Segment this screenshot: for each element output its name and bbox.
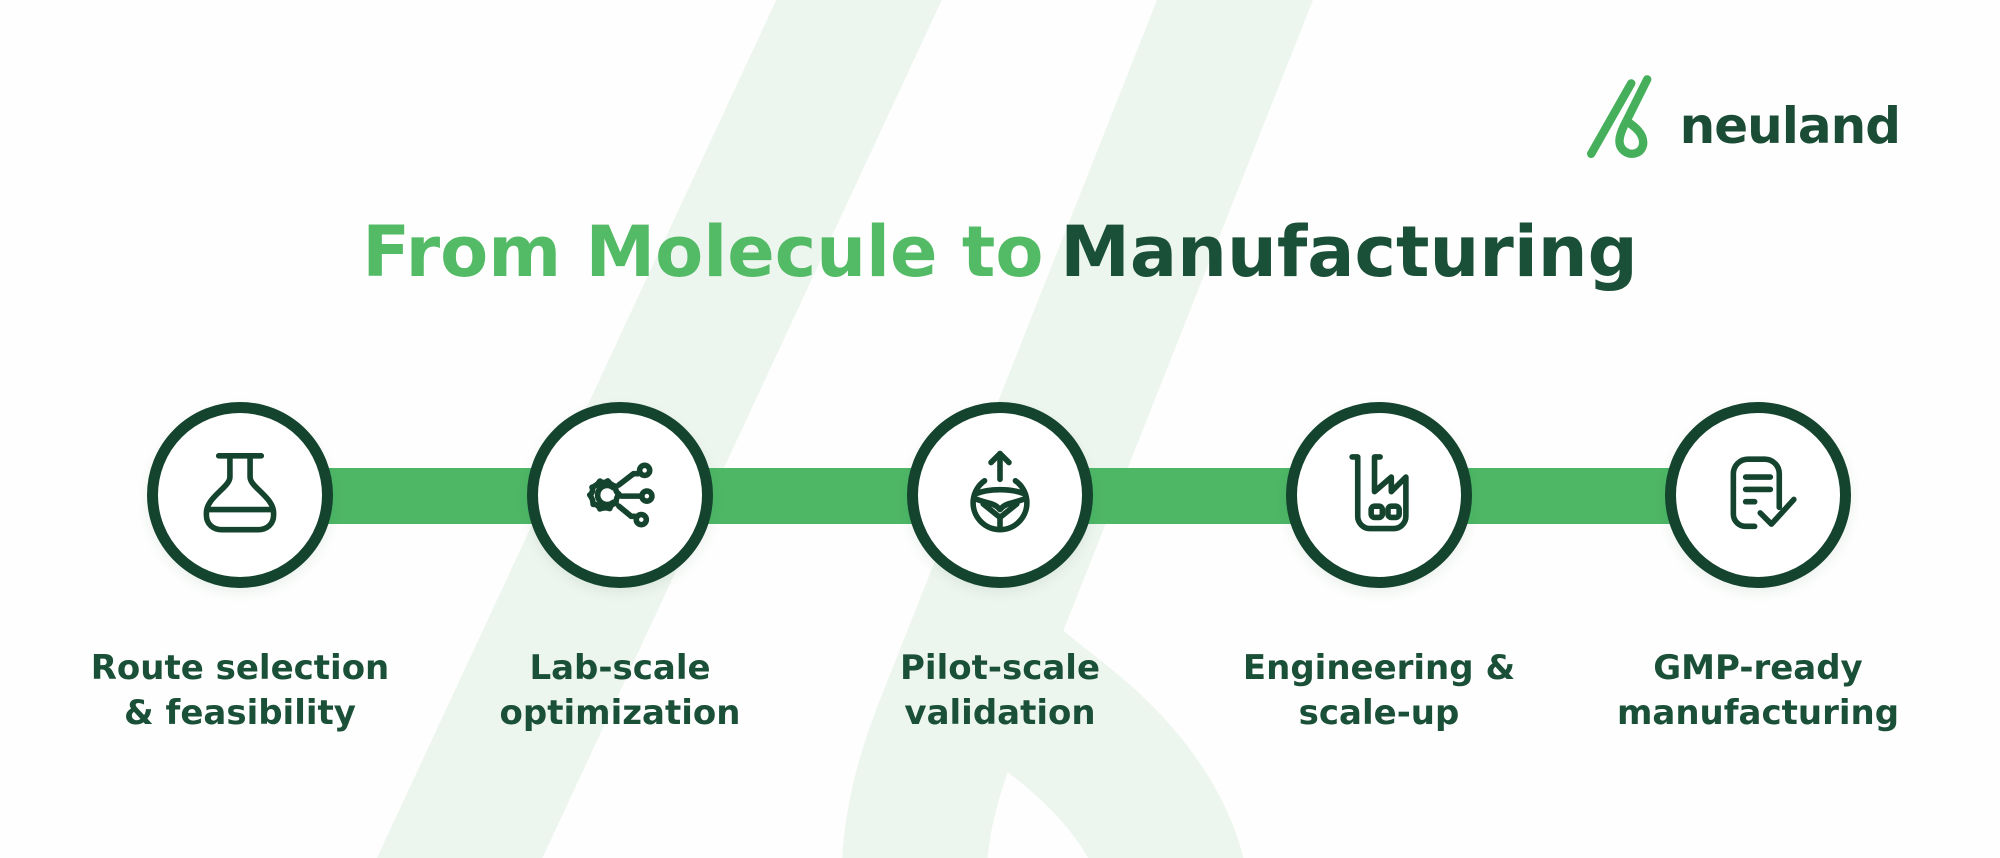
scale-up-vessel-icon [970, 450, 1030, 533]
process-step-pilot-scale: Pilot-scale validation [810, 402, 1190, 736]
step-label-line-1: Pilot-scale [900, 648, 1100, 688]
step-circle [1665, 402, 1851, 588]
step-label-line-1: Engineering & [1242, 648, 1516, 688]
gear-circuit-icon [586, 462, 655, 528]
step-label-line-1: Route selection [90, 648, 390, 688]
document-check-icon [1730, 456, 1797, 530]
title-dark-part: Manufacturing [1060, 211, 1638, 293]
process-step-route-selection: Route selection & feasibility [50, 402, 430, 736]
logo-text: neuland [1679, 97, 1901, 155]
step-label-line-2: optimization [499, 693, 741, 733]
neuland-logo: neuland [1584, 72, 1901, 162]
step-label-line-2: scale-up [1298, 693, 1460, 733]
step-label: GMP-ready manufacturing [1568, 646, 1948, 736]
step-label: Route selection & feasibility [50, 646, 430, 736]
step-label: Engineering & scale-up [1189, 646, 1569, 736]
step-circle [147, 402, 333, 588]
step-label: Lab-scale optimization [430, 646, 810, 736]
step-label-line-2: manufacturing [1616, 693, 1900, 733]
title-light-part: From Molecule to [362, 211, 1044, 293]
process-step-engineering: Engineering & scale-up [1189, 402, 1569, 736]
step-circle [907, 402, 1093, 588]
neuland-logo-mark-icon [1586, 75, 1652, 158]
process-step-gmp-manufacturing: GMP-ready manufacturing [1568, 402, 1948, 736]
step-circle [527, 402, 713, 588]
step-label: Pilot-scale validation [810, 646, 1190, 736]
flask-icon [203, 453, 277, 533]
factory-icon [1349, 454, 1409, 532]
step-label-line-1: GMP-ready [1653, 648, 1863, 688]
step-label-line-1: Lab-scale [529, 648, 711, 688]
step-circle [1286, 402, 1472, 588]
step-label-line-2: validation [904, 693, 1096, 733]
process-step-lab-scale: Lab-scale optimization [430, 402, 810, 736]
step-label-line-2: & feasibility [124, 693, 356, 733]
